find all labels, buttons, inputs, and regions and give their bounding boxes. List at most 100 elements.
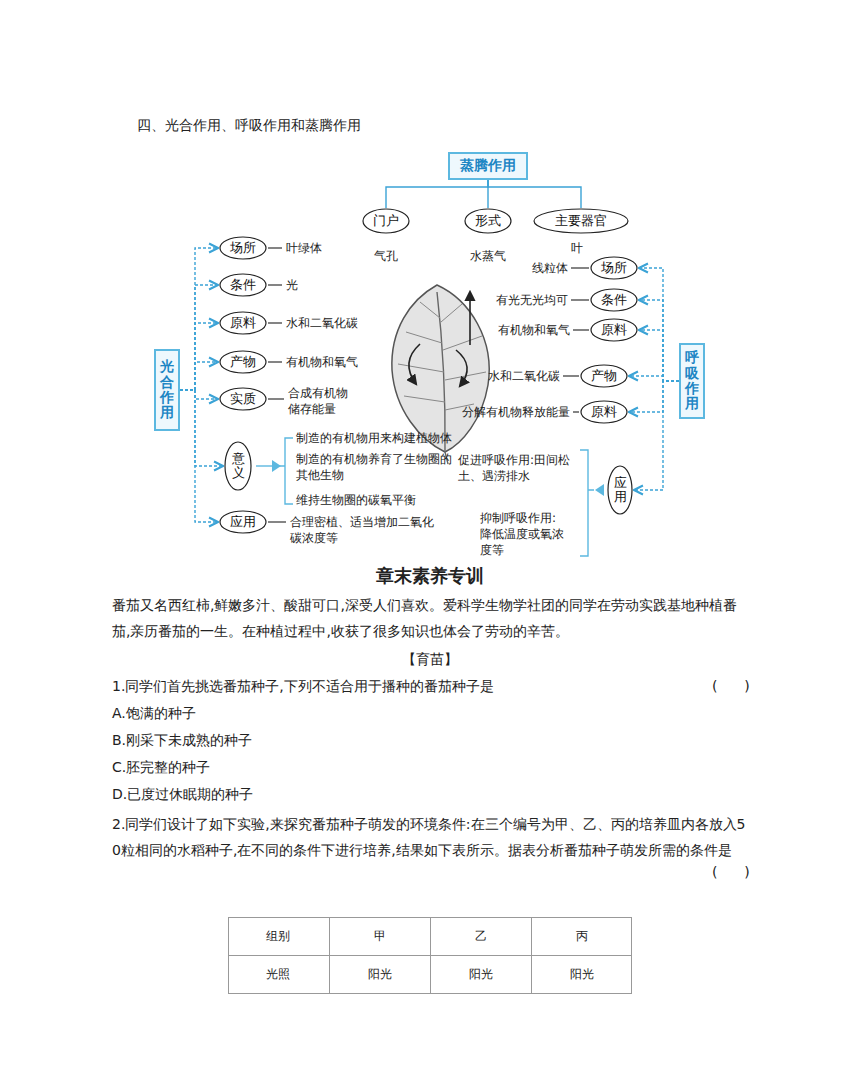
process-box: 呼吸作用 bbox=[679, 343, 705, 419]
connector bbox=[629, 376, 679, 381]
note-text: 四、光合作用、呼吸作用和蒸腾作用 bbox=[137, 116, 361, 135]
term-ellipse: 条件 bbox=[219, 273, 267, 297]
body-text: B.刚采下未成熟的种子 bbox=[112, 731, 252, 750]
node-text: 呼吸作用 bbox=[685, 350, 699, 412]
ellipse-shape bbox=[591, 289, 637, 311]
ellipse-shape bbox=[220, 388, 266, 410]
note-text: 制造的有机物用来构建植物体 bbox=[296, 430, 452, 446]
ellipse-shape bbox=[465, 209, 511, 233]
term-ellipse: 应用 bbox=[607, 465, 633, 515]
connector bbox=[488, 180, 581, 208]
gas-arrow bbox=[409, 344, 420, 384]
connector bbox=[386, 180, 488, 208]
term-ellipse: 场所 bbox=[219, 236, 267, 260]
body-text: A.饱满的种子 bbox=[112, 704, 196, 723]
ellipse-shape bbox=[591, 319, 637, 341]
note-text: 合理密植、适当增加二氧化碳浓度等 bbox=[290, 514, 440, 546]
term-ellipse: 条件 bbox=[590, 288, 638, 312]
node-text: 场所 bbox=[230, 239, 256, 257]
term-ellipse: 原料 bbox=[219, 311, 267, 335]
ellipse-shape bbox=[581, 365, 627, 387]
table-grid bbox=[228, 917, 632, 994]
ellipse-shape bbox=[220, 237, 266, 259]
term-ellipse: 场所 bbox=[590, 256, 638, 280]
connector bbox=[629, 381, 679, 412]
body-text: ( ) bbox=[712, 677, 750, 696]
node-text: 产物 bbox=[230, 353, 256, 371]
ellipse-shape bbox=[363, 209, 409, 233]
note-text: 有光无光均可 bbox=[496, 292, 568, 308]
node-text: 产物 bbox=[591, 367, 617, 385]
note-text: 水蒸气 bbox=[470, 248, 506, 264]
leader-lines bbox=[268, 248, 589, 522]
ellipse-shape bbox=[581, 401, 627, 423]
node-text: 实质 bbox=[230, 390, 256, 408]
node-text: 意义 bbox=[232, 452, 245, 481]
node-text: 条件 bbox=[601, 291, 627, 309]
term-ellipse: 形式 bbox=[464, 208, 512, 234]
note-text: 水和二氧化碳 bbox=[488, 368, 560, 384]
term-ellipse: 应用 bbox=[219, 510, 267, 534]
connector bbox=[180, 390, 218, 522]
term-ellipse: 产物 bbox=[219, 350, 267, 374]
note-text: 制造的有机物养育了生物圈的其他生物 bbox=[296, 451, 456, 483]
ellipse-shape bbox=[220, 351, 266, 373]
term-ellipse: 原料 bbox=[590, 318, 638, 342]
leaf-veins bbox=[398, 302, 486, 410]
note-text: 水和二氧化碳 bbox=[286, 315, 358, 331]
body-text: 2.同学们设计了如下实验,来探究番茄种子萌发的环境条件:在三个编号为甲、乙、丙的… bbox=[112, 811, 752, 863]
bracket-arrow bbox=[595, 484, 604, 496]
term-ellipse: 产物 bbox=[580, 364, 628, 388]
node-text: 应用 bbox=[614, 476, 627, 505]
node-text: 原料 bbox=[230, 314, 256, 332]
node-text: 门户 bbox=[373, 212, 399, 230]
connector bbox=[639, 330, 679, 381]
table-cell: 乙 bbox=[475, 928, 487, 944]
table-cell: 丙 bbox=[576, 928, 588, 944]
vapor-arrow bbox=[469, 292, 471, 345]
node-text: 蒸腾作用 bbox=[460, 157, 516, 175]
connector bbox=[180, 390, 218, 399]
leaf-outline bbox=[392, 285, 489, 452]
table-cell: 甲 bbox=[374, 928, 386, 944]
note-text: 合成有机物储存能量 bbox=[288, 385, 352, 417]
table-cell: 阳光 bbox=[469, 966, 493, 982]
term-ellipse: 意义 bbox=[224, 441, 252, 491]
note-text: 有机物和氧气 bbox=[286, 354, 358, 370]
ellipse-shape bbox=[225, 442, 251, 490]
note-text: 分解有机物释放能量 bbox=[462, 404, 570, 420]
note-text: 线粒体 bbox=[532, 260, 568, 276]
node-text: 场所 bbox=[601, 259, 627, 277]
node-text: 条件 bbox=[230, 276, 256, 294]
node-text: 形式 bbox=[475, 212, 501, 230]
body-text: D.已度过休眠期的种子 bbox=[112, 785, 253, 804]
ellipse-shape bbox=[608, 466, 632, 514]
note-text: 促进呼吸作用:田间松土、遇涝排水 bbox=[458, 452, 576, 484]
note-text: 维持生物圈的碳氧平衡 bbox=[296, 492, 416, 508]
node-text: 应用 bbox=[230, 513, 256, 531]
connector bbox=[639, 300, 679, 381]
process-box: 蒸腾作用 bbox=[448, 152, 528, 180]
note-text: 叶绿体 bbox=[286, 240, 322, 256]
body-text: ( ) bbox=[712, 863, 750, 882]
connector bbox=[180, 323, 218, 390]
note-text: 气孔 bbox=[374, 248, 398, 264]
ellipse-shape bbox=[220, 312, 266, 334]
note-text: 叶 bbox=[571, 240, 583, 256]
node-text: 原料 bbox=[591, 403, 617, 421]
body-text: 【育苗】 bbox=[402, 650, 458, 669]
ellipse-shape bbox=[591, 257, 637, 279]
note-text: 抑制呼吸作用:降低温度或氧浓度等 bbox=[480, 510, 566, 559]
connector bbox=[639, 268, 679, 381]
table-cell: 光照 bbox=[266, 966, 290, 982]
ellipse-shape bbox=[220, 274, 266, 296]
node-text: 主要器官 bbox=[555, 212, 607, 230]
table-cell: 阳光 bbox=[368, 966, 392, 982]
term-ellipse: 门户 bbox=[362, 208, 410, 234]
connector bbox=[180, 362, 218, 390]
term-ellipse: 主要器官 bbox=[533, 208, 629, 234]
node-text: 原料 bbox=[601, 321, 627, 339]
term-ellipse: 原料 bbox=[580, 400, 628, 424]
